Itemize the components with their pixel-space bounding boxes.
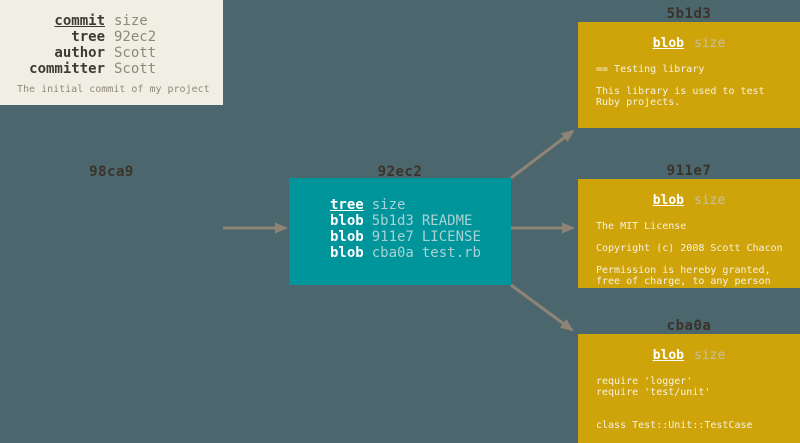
- blob-object-box-testrb: blob size require 'logger' require 'test/…: [578, 334, 800, 443]
- commit-field-value: 92ec2: [114, 29, 157, 45]
- blob-file-content: The MIT License Copyright (c) 2008 Scott…: [596, 221, 783, 287]
- blob-license-hash-label: 911e7: [666, 163, 712, 179]
- tree-type-keyword: tree: [330, 197, 364, 213]
- commit-field-value: Scott: [114, 45, 157, 61]
- commit-tree-row: tree 92ec2: [0, 29, 223, 45]
- commit-field-value: Scott: [114, 61, 157, 77]
- tree-entries: tree size blob 5b1d3 README blob 911e7 LICENS…: [330, 197, 511, 261]
- entry-filename: README: [421, 213, 473, 229]
- commit-hash-label: 98ca9: [89, 164, 134, 180]
- blob-type-keyword: blob: [652, 36, 684, 51]
- tree-entry-license: blob 911e7 LICENSE: [330, 229, 511, 245]
- entry-type: blob: [330, 245, 364, 261]
- entry-filename: test.rb: [421, 245, 481, 261]
- commit-author-row: author Scott: [0, 45, 223, 61]
- blob-object-box-readme: blob size == Testing library This library…: [578, 22, 800, 128]
- blob-object-box-license: blob size The MIT License Copyright (c) 2…: [578, 179, 800, 288]
- blob-testrb-hash-label: cba0a: [666, 318, 712, 334]
- arrow-tree-to-blob-readme: [510, 129, 575, 180]
- blob-type-keyword: blob: [652, 348, 684, 363]
- entry-type: blob: [330, 229, 364, 245]
- commit-type-keyword: commit: [54, 13, 105, 29]
- blob-type-keyword: blob: [652, 193, 684, 208]
- commit-field-key: author: [54, 45, 105, 61]
- commit-field-key: tree: [71, 29, 105, 45]
- tree-size-value: size: [371, 197, 406, 213]
- entry-type: blob: [330, 213, 364, 229]
- blob-header: blob size: [578, 348, 800, 364]
- entry-hash: cba0a: [371, 245, 414, 261]
- commit-size-value: size: [114, 13, 148, 29]
- tree-hash-label: 92ec2: [377, 164, 423, 180]
- commit-message: The initial commit of my project: [17, 84, 210, 95]
- commit-committer-row: committer Scott: [0, 61, 223, 77]
- tree-entry-testrb: blob cba0a test.rb: [330, 245, 511, 261]
- commit-field-key: committer: [29, 61, 105, 77]
- entry-filename: LICENSE: [421, 229, 481, 245]
- blob-file-content: == Testing library This library is used …: [596, 64, 765, 108]
- blob-size-value: size: [694, 193, 726, 208]
- entry-hash: 5b1d3: [371, 213, 414, 229]
- blob-size-value: size: [694, 36, 726, 51]
- tree-header-row: tree size: [330, 197, 511, 213]
- commit-header-row: commit size: [0, 13, 223, 29]
- blob-header: blob size: [578, 36, 800, 52]
- blob-header: blob size: [578, 193, 800, 209]
- blob-readme-hash-label: 5b1d3: [666, 6, 712, 22]
- tree-object-box: tree size blob 5b1d3 README blob 911e7 LICENS…: [289, 178, 511, 285]
- blob-file-content: require 'logger' require 'test/unit' cla…: [596, 376, 753, 431]
- tree-entry-readme: blob 5b1d3 README: [330, 213, 511, 229]
- arrow-tree-to-blob-testrb: [510, 283, 574, 332]
- blob-size-value: size: [694, 348, 726, 363]
- entry-hash: 911e7: [371, 229, 414, 245]
